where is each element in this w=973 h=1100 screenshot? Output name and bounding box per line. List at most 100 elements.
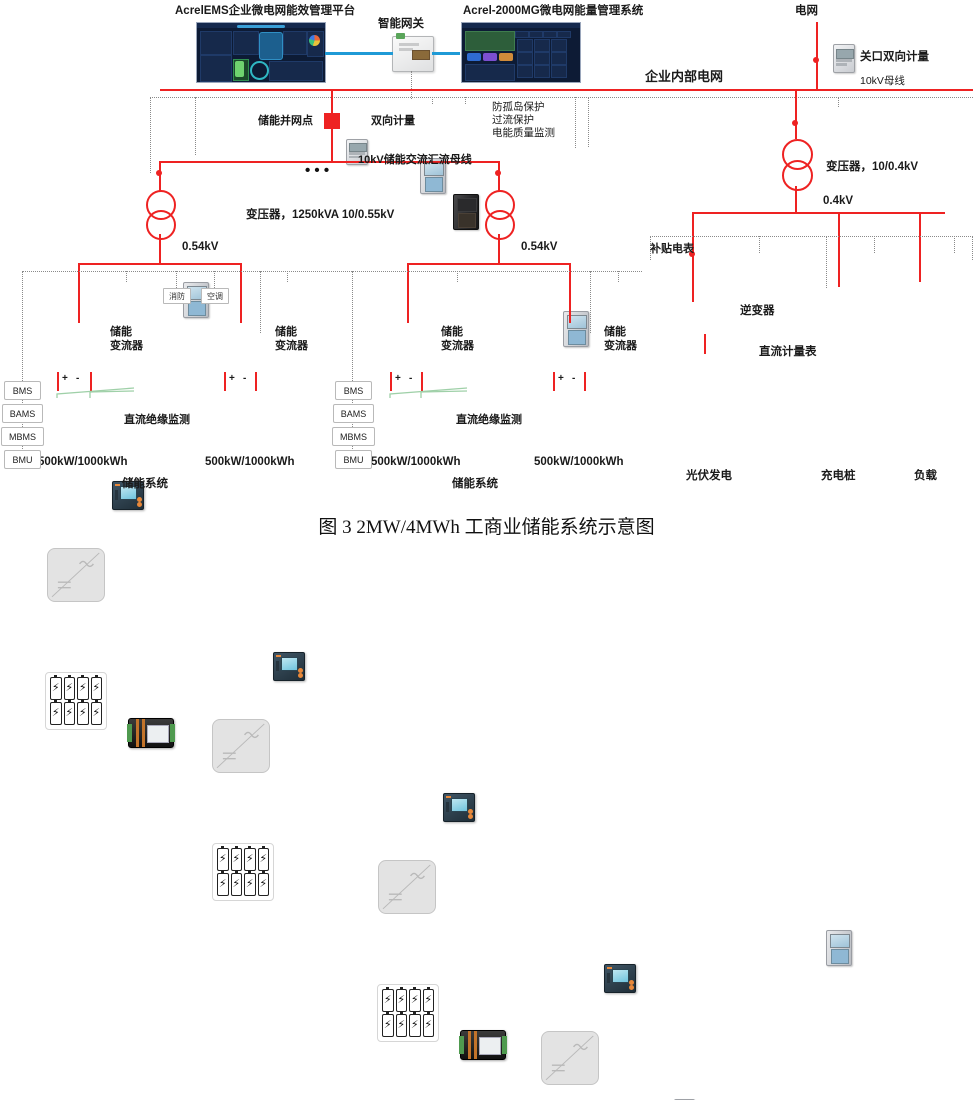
battery-cell: ⚡: [422, 987, 434, 1012]
gateway-comm-drop: [411, 71, 412, 99]
smart-gateway-device: [392, 33, 434, 72]
charger-comm-drop: [826, 236, 827, 288]
comm-bus-storage: [22, 271, 642, 272]
power-meter-icon-u1: [112, 481, 144, 510]
pcs-label-u3-line2: 变流器: [441, 340, 474, 352]
main-10kv-bus: [160, 89, 973, 92]
tag-bms-right-label: BMS: [343, 385, 364, 396]
comm-drop-right-edge: [588, 97, 589, 147]
battery-cell: ⚡: [244, 846, 256, 871]
lv-bus-left-end-a: [78, 263, 80, 323]
pv-bottom-label: 光伏发电: [686, 470, 732, 482]
pcs-dc-minus-u2: [255, 372, 257, 391]
lv-bus-right-end-b: [569, 263, 571, 323]
power-meter-comm-u1: [126, 271, 127, 282]
pv-dc-link: [704, 334, 706, 354]
battery-cell: ⚡: [409, 987, 421, 1012]
protection-relay-icon-load: [826, 930, 852, 966]
power-meter-icon-u3: [443, 793, 475, 822]
grid-label: 电网: [795, 5, 818, 17]
polarity-plus-u3: +: [395, 373, 401, 384]
ems-platform-title: AcrelEMS企业微电网能效管理平台: [175, 5, 356, 17]
relay-comm-2: [465, 97, 466, 104]
tag-mbms-right: MBMS: [332, 427, 375, 446]
relay-comm-load: [838, 97, 839, 107]
subsidy-meter-label: 补贴电表: [650, 243, 694, 255]
polarity-minus-u2: -: [243, 373, 247, 384]
lv-bus-right-end-a: [407, 263, 409, 323]
battery-cell: ⚡: [395, 987, 407, 1012]
battery-cell: ⚡: [409, 1012, 421, 1037]
battery-cell: ⚡: [217, 846, 229, 871]
battery-cell: ⚡: [244, 871, 256, 896]
tag-bms-left: BMS: [4, 381, 41, 400]
pcs-dc-plus-u1: [57, 372, 59, 391]
diagram-canvas: AcrelEMS企业微电网能效管理平台 智能网关 Acrel-2000MG微电网…: [1, 5, 973, 1100]
tag-bams-left-label: BAMS: [9, 408, 36, 419]
aux-tag-hvac-label: 空调: [207, 291, 223, 301]
tag-bmu-left: BMU: [4, 450, 41, 469]
tag-bams-right: BAMS: [333, 404, 374, 423]
storage-ac-bus-label: 10kV储能交流汇流母线: [358, 154, 472, 166]
protection-label-1: 防孤岛保护: [492, 101, 545, 113]
pv-feeder-node: [689, 251, 695, 257]
battery-cell: ⚡: [77, 675, 89, 700]
battery-cell: ⚡: [422, 1012, 434, 1037]
tag-bams-left: BAMS: [2, 404, 43, 423]
ethernet-link-right: [432, 52, 460, 55]
relay-comm-right: [575, 97, 576, 148]
bms-comm-spine-left: [22, 271, 23, 461]
load-xfmr-lv-drop: [795, 186, 797, 213]
ems-platform-screenshot: [196, 22, 326, 83]
pcs-label-u3-line1: 储能: [441, 326, 463, 338]
tag-bms-right: BMS: [335, 381, 372, 400]
load-xfmr-hv-node: [792, 120, 798, 126]
grid-feeder: [816, 22, 818, 90]
dc-insulation-monitor-u3: [459, 1030, 507, 1060]
polarity-plus-u4: +: [558, 373, 564, 384]
capacity-u1: 500kW/1000kWh: [38, 456, 128, 468]
pcs-unit-3: [378, 860, 436, 914]
pcs-dc-minus-u1: [90, 372, 92, 391]
bus-10kv-label: 10kV母线: [860, 75, 905, 87]
battery-cell: ⚡: [382, 1012, 394, 1037]
battery-cell: ⚡: [50, 700, 62, 725]
gateway-title: 智能网关: [378, 18, 424, 30]
figure-caption: 图 3 2MW/4MWh 工商业储能系统示意图: [318, 517, 655, 538]
pcs-label-u1-line1: 储能: [110, 326, 132, 338]
pcs-dc-plus-u2: [224, 372, 226, 391]
tag-bmu-right-label: BMU: [343, 454, 364, 465]
polarity-minus-u4: -: [572, 373, 576, 384]
charger-feeder: [838, 212, 840, 287]
aux-tag-hvac: 空调: [201, 288, 229, 304]
storage-transformer-label: 变压器，1250kVA 10/0.55kV: [246, 209, 395, 221]
ems2000-screenshot: [461, 22, 581, 83]
power-meter-icon-u4: [604, 964, 636, 993]
storage-bus-node-right: [495, 170, 501, 176]
battery-cell: ⚡: [230, 871, 242, 896]
battery-cell: ⚡: [257, 871, 269, 896]
dcim-label-u3: 直流绝缘监测: [456, 414, 522, 426]
protection-relay-icon-1: [420, 158, 446, 194]
load-lv-label: 0.4kV: [823, 195, 854, 207]
storage-ac-bus: [159, 161, 499, 163]
storage-bidirectional-meter-icon: [346, 139, 368, 165]
storage-transformer-right: [484, 190, 515, 240]
charger-bottom-label: 充电桩: [821, 470, 856, 482]
ems2000-title: Acrel-2000MG微电网能量管理系统: [463, 5, 644, 17]
storage-xfmr-lv-left: [159, 234, 161, 264]
storage-xfmr-drop-left: [159, 161, 161, 191]
battery-cell: ⚡: [382, 987, 394, 1012]
pcs-dc-minus-u3: [421, 372, 423, 391]
power-meter-comm-charger: [874, 236, 875, 253]
lv-bus-left: [78, 263, 241, 265]
battery-cell: ⚡: [257, 846, 269, 871]
aux-tag-fire-comm: [176, 271, 177, 288]
polarity-minus-u1: -: [76, 373, 80, 384]
lv-bus-left-end-b: [240, 263, 242, 323]
storage-xfmr-lv-right: [498, 234, 500, 264]
battery-rack-u1: ⚡ ⚡ ⚡ ⚡ ⚡ ⚡ ⚡ ⚡: [45, 672, 107, 730]
battery-cell: ⚡: [90, 700, 102, 725]
tag-mbms-left: MBMS: [1, 427, 44, 446]
inverter-label: 逆变器: [740, 305, 775, 317]
